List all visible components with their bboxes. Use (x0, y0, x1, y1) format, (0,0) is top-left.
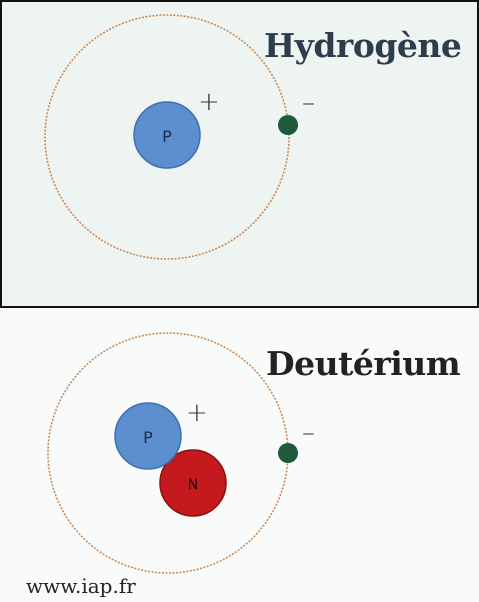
hydrogen-proton-charge: + (198, 87, 220, 117)
hydrogen-proton-label: P (162, 127, 172, 146)
deuterium-proton-label: P (143, 428, 153, 447)
deuterium-proton-charge: + (186, 398, 208, 428)
deuterium-panel: N P + – Deutérium www.iap.fr (0, 306, 479, 602)
hydrogen-orbit (44, 14, 290, 260)
hydrogen-electron-charge: – (302, 88, 315, 118)
deuterium-electron (278, 443, 298, 463)
hydrogen-electron (278, 115, 298, 135)
deuterium-neutron-label: N (188, 477, 198, 493)
deuterium-electron-charge: – (302, 418, 315, 448)
hydrogen-proton (133, 101, 201, 169)
source-credit: www.iap.fr (26, 574, 136, 598)
deuterium-atom-diagram: N P + – (47, 332, 315, 574)
deuterium-neutron (159, 449, 227, 517)
deuterium-title: Deutérium (266, 344, 461, 383)
hydrogen-atom-diagram: P + – (44, 14, 315, 260)
hydrogen-panel: P + – Hydrogène (0, 0, 479, 306)
deuterium-proton (114, 402, 182, 470)
hydrogen-title: Hydrogène (264, 26, 462, 65)
